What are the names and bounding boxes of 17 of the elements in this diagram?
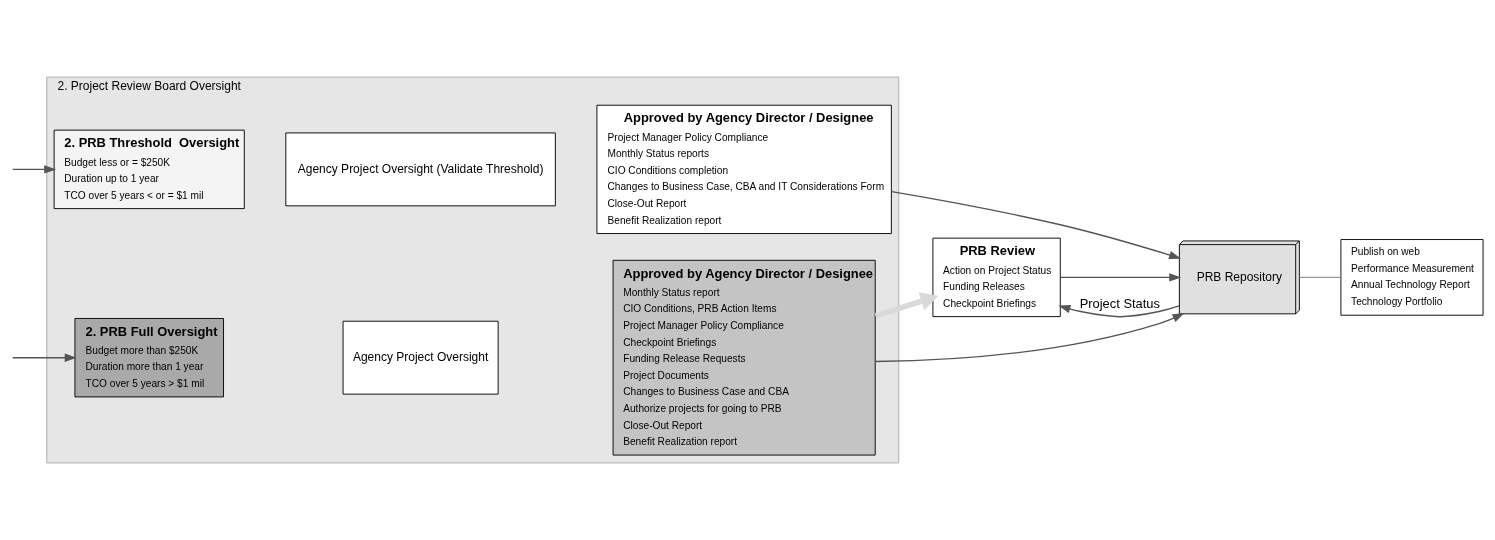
arrow <box>891 190 1182 260</box>
node-box: Agency Project Oversight (Validate Threshold) <box>285 132 556 207</box>
node-box: Agency Project Oversight <box>342 320 499 395</box>
node-box: 2. PRB Threshold Oversight Budget less or = $250K Duration up to 1 year TCO over 5 years < or = $1 mil <box>53 129 245 210</box>
arrow <box>1058 305 1180 318</box>
node-box: Approved by Agency Director / Designee Project Manager Policy Compliance Monthly Status reports CIO Conditions completion Changes to Business Case, CBA and IT Considerations Form Close-Out Report Benefit Realization report <box>596 104 892 234</box>
edge-label: Project Status <box>1079 296 1160 312</box>
arrow <box>12 165 57 174</box>
node-box: PRB Review Action on Project Status Funding Releases Checkpoint Briefings <box>932 237 1061 318</box>
arrow <box>874 312 1185 363</box>
arrow <box>1059 273 1182 282</box>
node-box: 2. PRB Full Oversight Budget more than $250K Duration more than 1 year TCO over 5 years > $1 mil <box>74 318 224 398</box>
node-box: Approved by Agency Director / Designee Monthly Status report CIO Conditions, PRB Action Items Project Manager Policy Compliance Checkpoint Briefings Funding Release Requests Project Documents Changes to Business Case and CBA Authorize projects for going to PRB Close-Out Report Benefit Realization report <box>612 259 876 456</box>
connector <box>1298 276 1342 279</box>
arrow <box>874 292 939 319</box>
node-box: Publish on web Performance Measurement Annual Technology Report Technology Portfolio <box>1340 239 1484 316</box>
arrow <box>12 353 77 362</box>
